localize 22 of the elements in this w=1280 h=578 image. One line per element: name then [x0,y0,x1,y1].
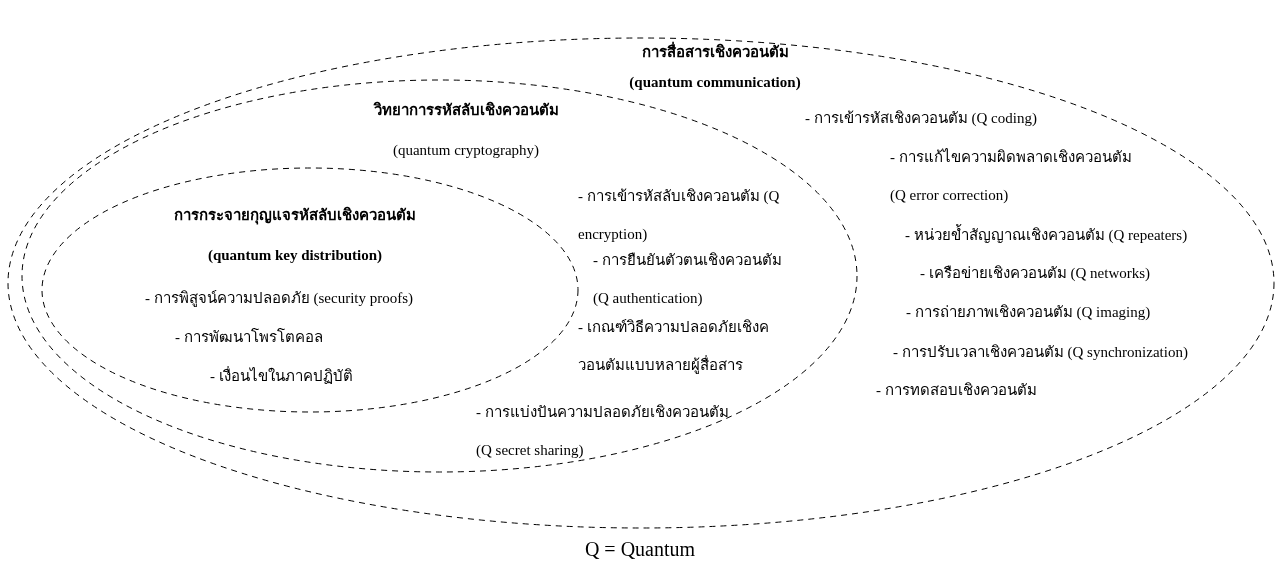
note: Q = Quantum [584,537,696,562]
list-item: - การแก้ไขความผิดพลาดเชิงควอนตัม (Q error correction) [890,147,1133,205]
heading: การสื่อสารเชิงควอนตัม [641,40,789,64]
list-item: - หน่วยข้ำสัญญาณเชิงควอนตัม (Q repeaters) [905,223,1188,247]
list-item: - การปรับเวลาเชิงควอนตัม (Q synchronization) [893,343,1188,362]
list-item: - การถ่ายภาพเชิงควอนตัม (Q imaging) [906,303,1151,322]
list-item: - การทดสอบเชิงควอนตัม [876,381,1037,400]
list-item: - การยืนยันตัวตนเชิงควอนตัม (Q authentication) [593,251,783,308]
list-item: - เครือข่ายเชิงควอนตัม (Q networks) [920,264,1151,283]
list-item: - การพิสูจน์ความปลอดภัย (security proofs) [145,289,414,309]
list-item: - การเข้ารหัสเชิงควอนตัม (Q coding) [805,109,1037,128]
list-item: - การพัฒนาโพรโตคอล [175,327,323,347]
list-item: - การเข้ารหัสลับเชิงควอนตัม (Q encryption) [578,187,781,244]
heading: วิทยาการรหัสลับเชิงควอนตัม [373,100,559,120]
subheading: (quantum communication) [629,73,801,92]
list-item: - เกณฑ์วิธีความปลอดภัยเชิงควอนตัมแบบหลายผู้สื่อสาร [578,318,770,376]
list-item: - เงื่อนไขในภาคปฏิบัติ [210,365,353,386]
heading: การกระจายกุญแจรหัสลับเชิงควอนตัม [174,205,416,227]
subheading: (quantum key distribution) [207,246,383,265]
list-item: - การแบ่งปันความปลอดภัยเชิงควอนตัม (Q secret sharing) [476,403,730,460]
dashed-ellipse [8,38,1274,528]
subheading: (quantum cryptography) [392,141,540,160]
